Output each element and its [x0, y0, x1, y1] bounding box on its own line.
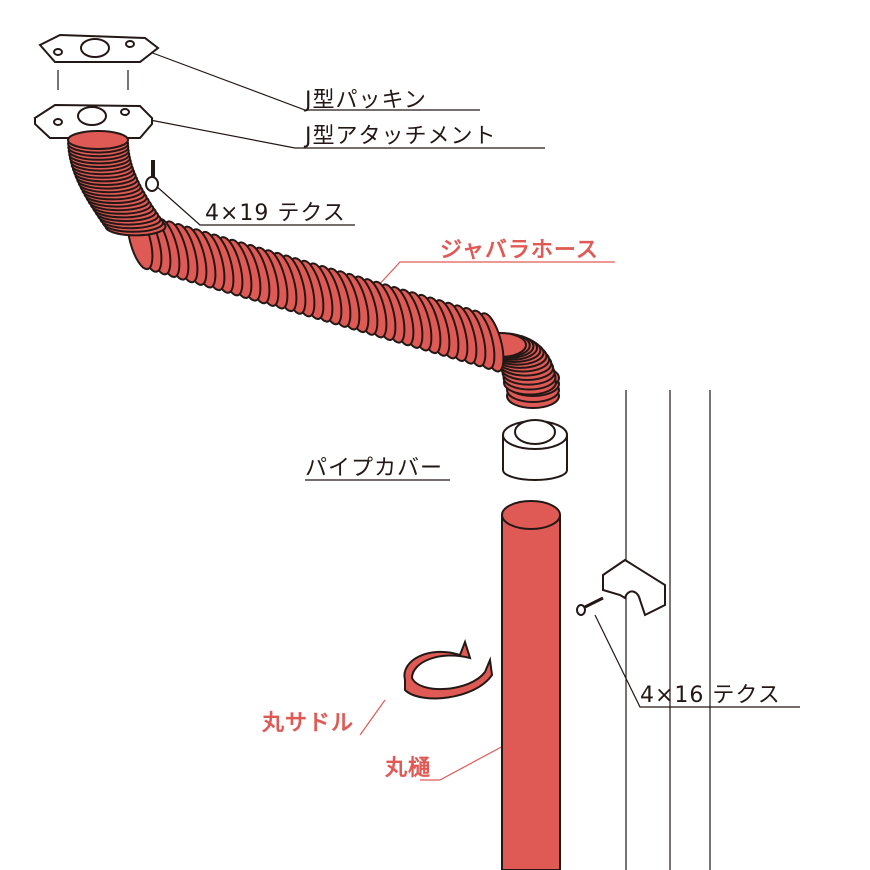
- pipe-cover: [502, 419, 568, 481]
- screw-bottom: [576, 596, 604, 616]
- leader-screw-top: [154, 184, 355, 226]
- leader-gutter: [439, 744, 506, 781]
- leader-attachment: [149, 119, 545, 149]
- label-round-saddle: 丸サドル: [262, 711, 355, 736]
- label-j-packing: J型パッキン: [305, 88, 427, 113]
- hose-ring: [67, 130, 129, 150]
- label-pipe-cover: パイプカバー: [305, 456, 444, 481]
- label-screw-top: 4×19 テクス: [205, 201, 346, 226]
- label-round-gutter: 丸樋: [385, 756, 432, 781]
- leader-saddle: [359, 699, 386, 736]
- label-screw-bottom: 4×16 テクス: [640, 683, 781, 708]
- round-saddle: [403, 638, 494, 700]
- round-gutter: [501, 500, 561, 870]
- label-j-attachment: J型アタッチメント: [305, 124, 497, 149]
- j-packing: [38, 33, 160, 63]
- leader-packing: [149, 51, 480, 111]
- label-bellows-hose: ジャバラホース: [440, 238, 599, 263]
- wall-bracket: [602, 558, 666, 617]
- screw-top: [145, 160, 159, 192]
- bellows-hose: [67, 130, 560, 409]
- leader-screw-bottom: [594, 614, 800, 708]
